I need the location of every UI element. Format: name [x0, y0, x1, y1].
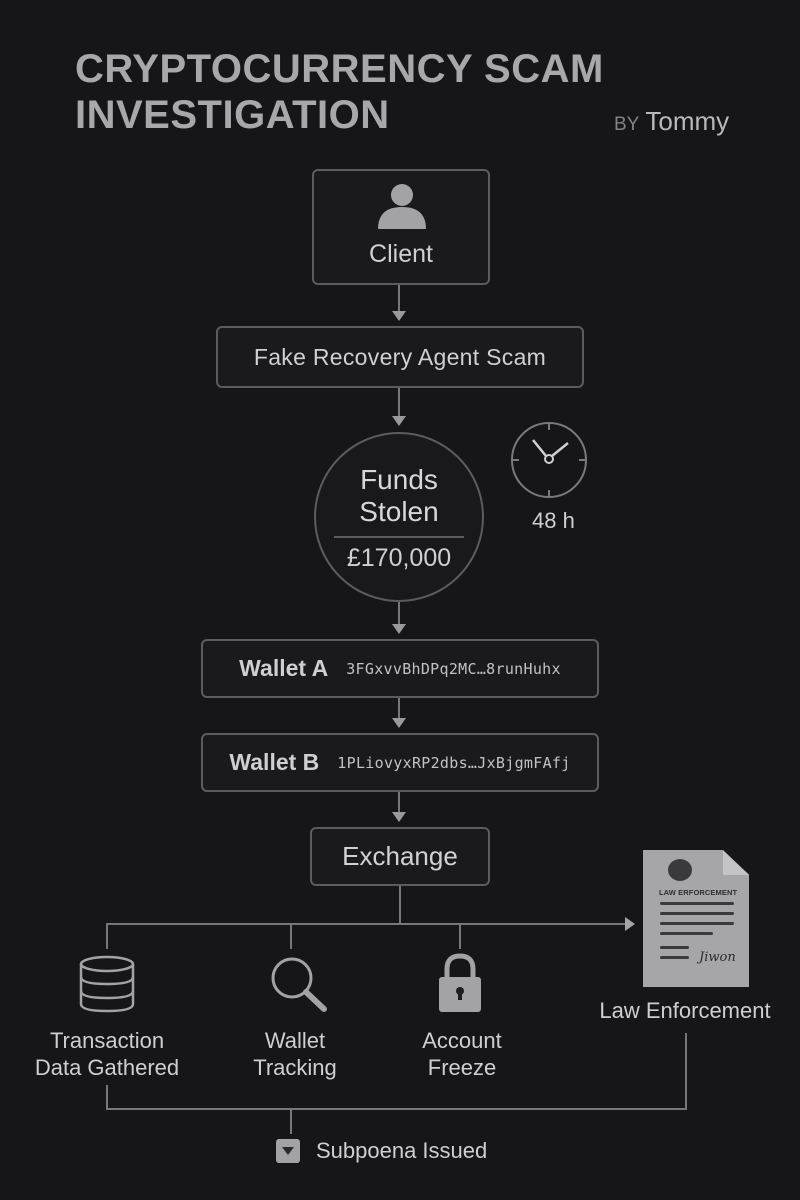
arrowhead-icon	[392, 416, 406, 426]
exchange-node[interactable]: Exchange	[310, 827, 490, 886]
scam-label: Fake Recovery Agent Scam	[253, 343, 547, 370]
branch-account-freeze-line1: Account	[422, 1028, 502, 1053]
merge-drop-transaction	[106, 1085, 108, 1109]
connector-exchange-branch	[399, 886, 401, 924]
wallet-a-address[interactable]: 3FGxvvBhDPq2MC…8runHuhx	[346, 659, 561, 678]
connector-client-scam	[398, 285, 400, 313]
database-icon	[79, 955, 135, 1013]
merge-bus	[106, 1108, 687, 1110]
connector-funds-walleta	[398, 602, 400, 626]
author-name: Tommy	[645, 106, 730, 136]
document-line	[660, 902, 734, 905]
connector-walletb-exchange	[398, 792, 400, 814]
arrowhead-icon	[392, 311, 406, 321]
branch-drop-wallet-tracking	[290, 923, 292, 949]
subpoena-outcome[interactable]: Subpoena Issued	[276, 1138, 487, 1164]
document-line	[660, 956, 689, 959]
document-fold	[723, 850, 749, 875]
arrowhead-icon	[392, 624, 406, 634]
merge-drop-law-enforcement	[685, 1033, 687, 1109]
connector-walleta-walletb	[398, 698, 400, 720]
wallet-a-node[interactable]: Wallet A 3FGxvvBhDPq2MC…8runHuhx	[201, 639, 599, 698]
byline-prefix: BY	[614, 114, 640, 135]
connector-scam-funds	[398, 388, 400, 418]
funds-title-line1: Funds	[360, 464, 438, 495]
funds-title-line2: Stolen	[359, 496, 439, 527]
document-line	[660, 912, 734, 915]
document-line	[660, 932, 713, 935]
clock-icon	[511, 422, 587, 498]
user-icon	[378, 184, 426, 229]
funds-stolen-node[interactable]: Funds Stolen £170,000	[314, 432, 484, 602]
funds-amount: £170,000	[346, 544, 452, 572]
wallet-b-address[interactable]: 1PLiovyxRP2dbs…JxBjgmFAfj	[337, 753, 571, 772]
branch-drop-account-freeze	[459, 923, 461, 949]
arrow-right-icon	[625, 917, 635, 931]
branch-account-freeze-line2: Freeze	[427, 1055, 497, 1080]
dropdown-checkbox-icon[interactable]	[276, 1139, 300, 1163]
branch-wallet-tracking[interactable]: Wallet Tracking	[195, 1027, 395, 1081]
scam-node[interactable]: Fake Recovery Agent Scam	[216, 326, 584, 388]
timer-label: 48 h	[532, 508, 575, 533]
client-node[interactable]: Client	[312, 169, 490, 285]
wallet-b-name: Wallet B	[229, 749, 320, 775]
padlock-icon	[439, 953, 481, 1012]
funds-divider	[334, 536, 464, 538]
arrowhead-icon	[392, 718, 406, 728]
branch-wallet-tracking-line1: Wallet	[264, 1028, 326, 1053]
wallet-a-name: Wallet A	[239, 655, 329, 681]
branch-transaction-line1: Transaction	[49, 1028, 165, 1053]
law-enforcement-label[interactable]: Law Enforcement	[599, 998, 771, 1023]
client-label: Client	[369, 240, 433, 268]
exchange-label: Exchange	[342, 841, 458, 871]
document-line	[660, 946, 689, 949]
page-title: CRYPTOCURRENCY SCAM INVESTIGATION	[75, 47, 604, 137]
branch-bus	[106, 923, 626, 925]
connector-to-subpoena	[290, 1108, 292, 1134]
branch-wallet-tracking-line2: Tracking	[253, 1055, 337, 1080]
branch-transaction-line2: Data Gathered	[34, 1055, 180, 1080]
seal-icon	[668, 859, 692, 881]
funds-title: Funds Stolen	[316, 464, 482, 528]
arrowhead-icon	[392, 812, 406, 822]
subpoena-label: Subpoena Issued	[316, 1138, 488, 1163]
branch-drop-transaction	[106, 923, 108, 949]
magnifier-icon	[271, 957, 327, 1012]
document-line	[660, 922, 734, 925]
branch-transaction-data[interactable]: Transaction Data Gathered	[7, 1027, 207, 1081]
document-header: LAW ERFORCEMENT	[659, 888, 738, 897]
document-signature: Jiwon	[699, 950, 736, 965]
wallet-b-node[interactable]: Wallet B 1PLiovyxRP2dbs…JxBjgmFAfj	[201, 733, 599, 792]
branch-account-freeze[interactable]: Account Freeze	[362, 1027, 562, 1081]
